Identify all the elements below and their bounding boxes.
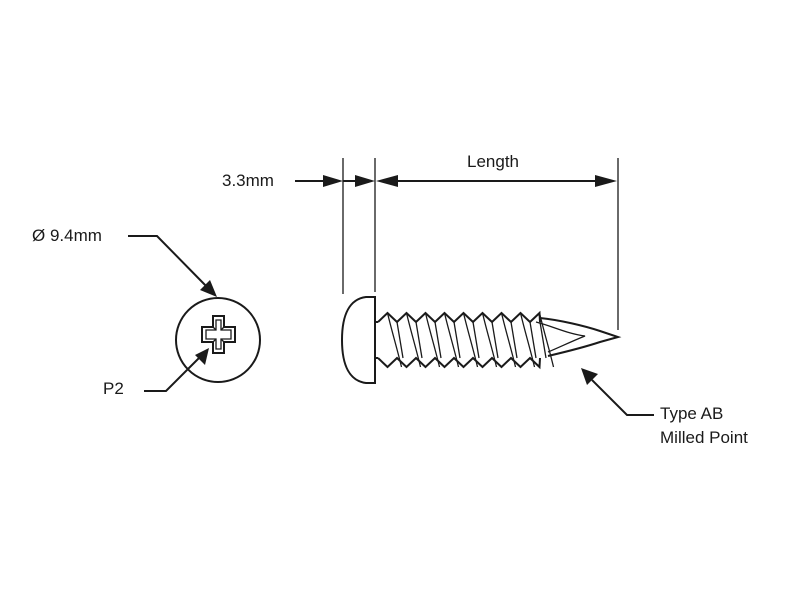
head-end-view xyxy=(175,297,261,383)
drive-callout: P2 xyxy=(103,348,209,398)
thread-flank xyxy=(481,312,498,368)
thread-root xyxy=(453,321,461,359)
thread-root xyxy=(539,321,547,359)
head-height-arrowhead-left xyxy=(323,175,343,187)
recess-chamfer xyxy=(212,326,225,343)
head-outline xyxy=(175,297,261,383)
length-label: Length xyxy=(467,152,519,171)
recess-inner-icon xyxy=(205,319,232,350)
head-height-label: 3.3mm xyxy=(222,171,274,190)
thread-root xyxy=(472,321,480,359)
thread-flank xyxy=(424,312,441,368)
screw-side-view xyxy=(340,296,622,384)
phillips-recess-icon xyxy=(201,315,236,354)
pan-head xyxy=(340,296,376,384)
thread-flank xyxy=(443,312,460,368)
thread-flank xyxy=(386,312,403,368)
thread-flank xyxy=(462,312,479,368)
head-height-dimension: 3.3mm xyxy=(222,158,376,294)
thread-flank xyxy=(519,312,536,368)
thread-crest-bottom xyxy=(377,356,541,370)
diameter-label: Ø 9.4mm xyxy=(32,226,102,245)
diameter-arrowhead xyxy=(200,280,217,297)
point-type-line1: Type AB xyxy=(660,404,723,423)
drive-arrowhead xyxy=(195,348,209,365)
length-dimension: Length xyxy=(376,152,619,330)
thread-root xyxy=(434,321,442,359)
diameter-callout: Ø 9.4mm xyxy=(32,226,217,297)
milled-point xyxy=(539,317,622,357)
head-height-arrowhead-right xyxy=(355,175,375,187)
thread-root xyxy=(415,321,423,359)
milled-flute xyxy=(535,321,586,353)
thread-flank xyxy=(538,312,555,368)
thread-flank xyxy=(500,312,517,368)
thread-flank xyxy=(405,312,422,368)
drive-leader xyxy=(144,354,203,392)
length-arrowhead-left xyxy=(376,175,398,187)
thread-crest-top xyxy=(377,310,541,324)
thread-profile xyxy=(377,310,555,370)
thread-root xyxy=(529,321,537,359)
thread-root xyxy=(491,321,499,359)
drive-label: P2 xyxy=(103,379,124,398)
thread-root xyxy=(510,321,518,359)
point-type-leader xyxy=(591,379,654,416)
diameter-leader xyxy=(128,235,211,291)
length-arrowhead-right xyxy=(595,175,617,187)
point-type-arrowhead xyxy=(581,368,598,385)
point-type-callout: Type AB Milled Point xyxy=(581,368,748,447)
thread-root xyxy=(396,321,404,359)
point-type-line2: Milled Point xyxy=(660,428,748,447)
